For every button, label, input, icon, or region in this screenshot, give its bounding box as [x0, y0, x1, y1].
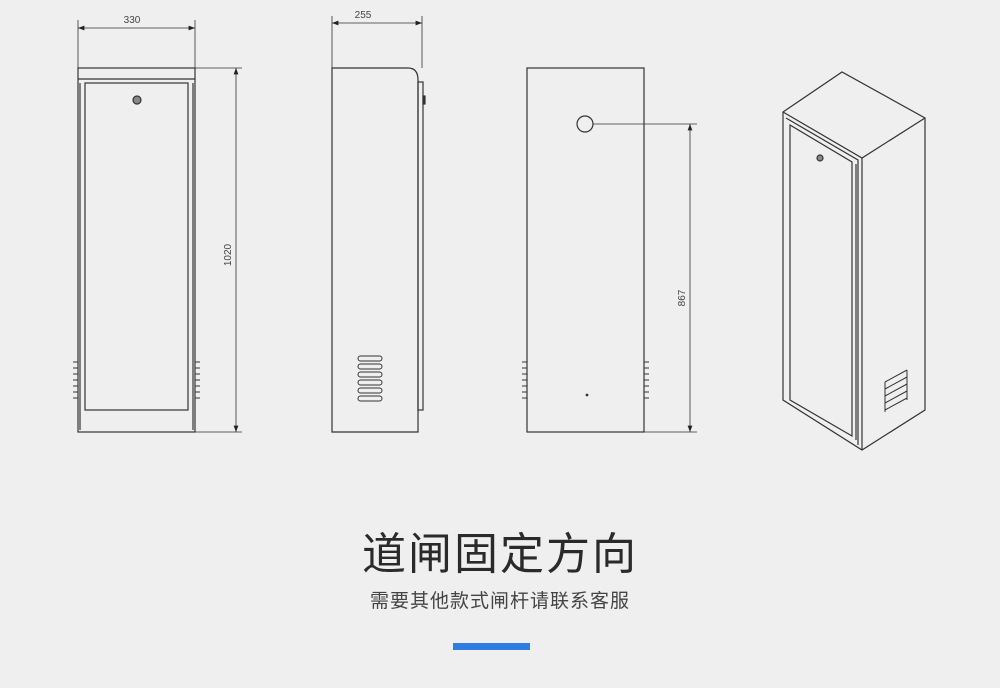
lock-height-dimension: 867: [677, 289, 688, 306]
back-view: 867: [522, 67, 697, 433]
height-dimension: 1020: [223, 243, 234, 266]
accent-divider: [453, 643, 530, 650]
depth-dimension: 255: [355, 10, 372, 21]
isometric-view: [782, 71, 926, 451]
lock-icon: [816, 154, 824, 162]
lock-icon: [132, 95, 142, 105]
width-dimension: 330: [124, 15, 141, 26]
side-view: 255: [331, 10, 426, 433]
subtitle: 需要其他款式闸杆请联系客服: [369, 590, 630, 612]
front-view: 330 1020: [73, 15, 242, 433]
lock-hole-icon: [576, 115, 594, 133]
page-title: 道闸固定方向: [362, 529, 638, 580]
